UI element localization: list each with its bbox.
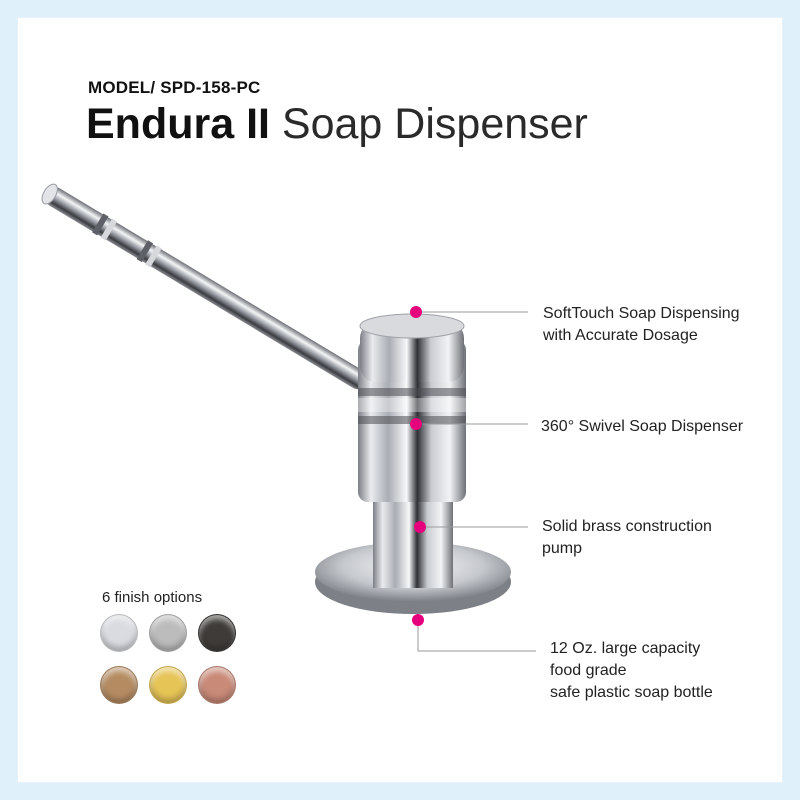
callout-softtouch: SoftTouch Soap Dispensing with Accurate … <box>543 303 740 347</box>
callout-line: pump <box>542 540 583 557</box>
callout-line: safe plastic soap bottle <box>550 684 713 701</box>
callout-bottle: 12 Oz. large capacity food grade safe pl… <box>550 638 713 704</box>
finish-swatch-brushed-brass[interactable] <box>100 666 138 704</box>
callout-swivel: 360° Swivel Soap Dispenser <box>541 416 743 438</box>
callout-marker-dot <box>410 306 422 318</box>
callout-brass-pump: Solid brass construction pump <box>542 516 712 560</box>
finish-swatch-oil-rubbed-bronze[interactable] <box>198 614 236 652</box>
finish-swatches <box>100 614 236 704</box>
callout-line: with Accurate Dosage <box>543 327 698 344</box>
finish-swatch-rose-gold[interactable] <box>198 666 236 704</box>
callout-marker-dot <box>414 521 426 533</box>
callout-line: 12 Oz. large capacity <box>550 640 701 657</box>
callout-marker-dot <box>412 614 424 626</box>
finish-options-label: 6 finish options <box>102 589 203 606</box>
callout-line: food grade <box>550 662 627 679</box>
finish-swatch-polished-chrome[interactable] <box>100 614 138 652</box>
title-product-name: Endura II <box>86 100 270 148</box>
spout-rod <box>41 183 368 390</box>
callout-line: 360° Swivel Soap Dispenser <box>541 418 744 435</box>
callout-markers <box>410 306 426 626</box>
title-product-type: Soap Dispenser <box>281 100 588 148</box>
pump-neck <box>373 498 453 588</box>
callout-line: SoftTouch Soap Dispensing <box>543 305 740 322</box>
page-title: Endura II Soap Dispenser <box>86 98 588 150</box>
callout-lines <box>416 311 536 652</box>
model-number: MODEL/ SPD-158-PC <box>88 78 261 97</box>
pump-cap <box>359 313 465 382</box>
callout-marker-dot <box>410 418 422 430</box>
finish-swatch-brushed-nickel[interactable] <box>149 614 187 652</box>
finish-swatch-polished-brass[interactable] <box>149 666 187 704</box>
callout-line: Solid brass construction <box>542 518 712 535</box>
